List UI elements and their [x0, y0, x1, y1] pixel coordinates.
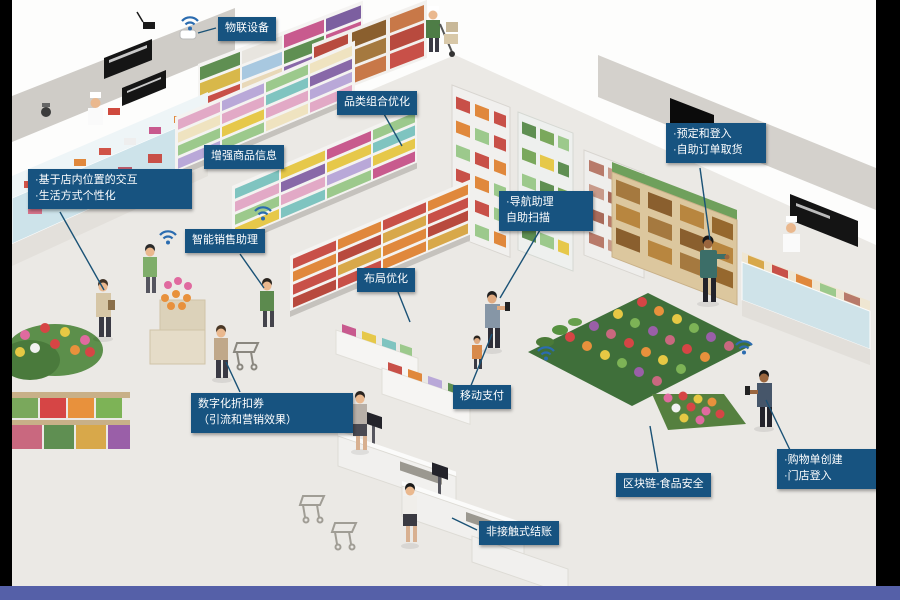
callout-order-pickup: ·预定和登入 ·自助订单取货: [666, 123, 766, 163]
callout-iot-devices: 物联设备: [218, 17, 276, 41]
person-shopper-beige: [93, 279, 115, 342]
person-bakery-staff: [783, 216, 800, 252]
checkout-counter: [337, 411, 457, 508]
security-camera-icon: [41, 107, 51, 117]
left-frame: [0, 0, 12, 600]
phone-icon: [745, 386, 750, 395]
person-mobile-pay: [482, 291, 510, 354]
callout-location-interaction: ·基于店内位置的交互 ·生活方式个性化: [28, 169, 192, 209]
callout-shopping-list: ·购物单创建 ·门店登入: [777, 449, 883, 489]
iot-sensor-icon: [136, 11, 155, 29]
shopping-cart-icon: [298, 495, 326, 524]
shopping-cart-icon: [330, 522, 358, 551]
left-wall: [12, 8, 235, 142]
flower-table: [652, 391, 746, 430]
flower-stand: [0, 323, 103, 380]
person-coupon-shopper: [212, 325, 232, 383]
callout-navigation-assistant: ·导航助理 自助扫描: [499, 191, 593, 231]
checkout-counter: [471, 535, 569, 596]
shopping-cart-icon: [232, 342, 260, 371]
person-shopper-vest: [143, 244, 157, 293]
deli-counter-right: [741, 251, 871, 366]
person-sales-assistant: [260, 278, 274, 327]
callout-category-mix: 品类组合优化: [337, 91, 417, 115]
callout-contactless-checkout: 非接触式结账: [479, 521, 559, 545]
produce-island: [528, 293, 752, 406]
menu-board-icon: [122, 70, 166, 106]
bottom-bar: [0, 586, 900, 600]
callout-sales-assistant: 智能销售助理: [185, 229, 265, 253]
produce-crates: [12, 392, 130, 449]
shelf-gondola-c: [290, 179, 470, 317]
coupon-promo-stand: [149, 277, 206, 365]
person-cashier-customer: [351, 391, 369, 455]
person-staff-handtruck: [426, 6, 458, 57]
shelf-gondola-b: [232, 107, 417, 247]
callout-digital-coupon: 数字化折扣券 （引流和营销效果）: [191, 393, 353, 433]
callout-layout-optimization: 布局优化: [357, 268, 415, 292]
person-walking-woman: [401, 483, 419, 549]
callout-product-info: 增强商品信息: [204, 145, 284, 169]
callout-blockchain-food-safety: 区块链-食品安全: [616, 473, 711, 497]
person-pickup-customer: [697, 235, 730, 307]
callout-mobile-pay: 移动支付: [453, 385, 511, 409]
person-shopping-list: [745, 370, 774, 432]
iot-device-icon: [179, 29, 197, 40]
phone-icon: [505, 302, 510, 311]
person-deli-staff: [88, 92, 120, 125]
right-frame: [876, 0, 900, 600]
callout-lines: [59, 27, 791, 531]
